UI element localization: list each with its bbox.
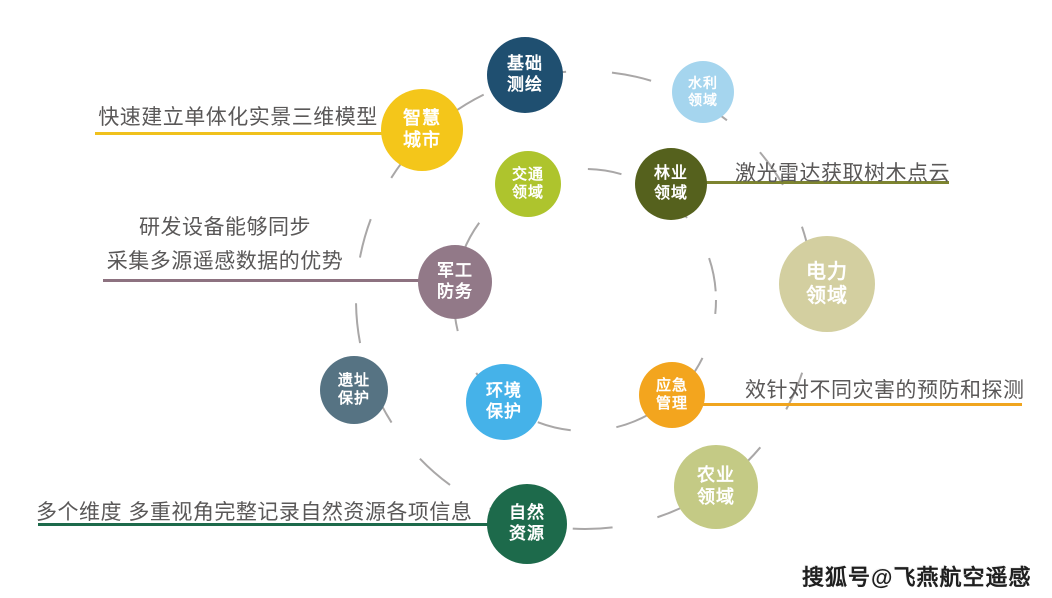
bubble-forestry-line1: 林业 bbox=[653, 165, 688, 183]
bubble-forestry: 林业 领域 bbox=[635, 148, 707, 220]
bubble-transportation-line2: 领域 bbox=[511, 184, 544, 201]
leader-forestry bbox=[680, 181, 949, 184]
bubble-agriculture: 农业 领域 bbox=[674, 445, 758, 529]
note-military-defense: 研发设备能够同步 采集多源遥感数据的优势 bbox=[97, 211, 353, 279]
bubble-emergency-management-line1: 应急 bbox=[655, 376, 688, 394]
bubble-smart-city-line1: 智慧 bbox=[403, 108, 441, 129]
bubble-basic-surveying-line2: 测绘 bbox=[507, 75, 543, 94]
bubble-natural-resources-line1: 自然 bbox=[509, 503, 545, 523]
bubble-water-conservancy-line2: 领域 bbox=[688, 92, 718, 108]
bubble-natural-resources: 自然 资源 bbox=[487, 484, 567, 564]
bubble-smart-city-line2: 城市 bbox=[403, 130, 441, 150]
bubble-electric-power-line2: 领域 bbox=[806, 285, 848, 307]
note-military-line2: 采集多源遥感数据的优势 bbox=[106, 250, 344, 273]
bubble-smart-city: 智慧 城市 bbox=[381, 89, 463, 171]
sohu-watermark: 搜狐号@飞燕航空遥感 bbox=[802, 565, 1032, 590]
bubble-heritage-protection-line2: 保护 bbox=[337, 390, 370, 407]
bubble-agriculture-line2: 领域 bbox=[697, 487, 735, 507]
bubble-environmental-protection-line1: 环境 bbox=[486, 381, 522, 401]
bubble-electric-power-line1: 电力 bbox=[806, 260, 848, 283]
bubble-military-defense-line2: 防务 bbox=[437, 282, 473, 301]
bubble-forestry-line2: 领域 bbox=[653, 185, 688, 202]
bubble-environmental-protection-line2: 保护 bbox=[486, 402, 522, 421]
leader-natural-resources bbox=[38, 523, 518, 526]
bubble-basic-surveying-line1: 基础 bbox=[507, 54, 543, 74]
bubble-environmental-protection: 环境 保护 bbox=[466, 364, 542, 440]
note-military-line1: 研发设备能够同步 bbox=[139, 216, 311, 239]
bubble-water-conservancy: 水利 领域 bbox=[672, 61, 734, 123]
bubble-military-defense: 军工 防务 bbox=[418, 245, 492, 319]
bubble-basic-surveying: 基础 测绘 bbox=[487, 37, 563, 113]
bubble-electric-power: 电力 领域 bbox=[779, 236, 875, 332]
leader-emergency bbox=[690, 403, 1022, 406]
bubble-emergency-management: 应急 管理 bbox=[639, 362, 705, 428]
leader-smart-city bbox=[95, 132, 395, 135]
bubble-water-conservancy-line1: 水利 bbox=[688, 74, 718, 91]
leader-military-defense bbox=[103, 279, 440, 282]
bubble-transportation-line1: 交通 bbox=[511, 165, 544, 183]
note-emergency: 效针对不同灾害的预防和探测 bbox=[745, 379, 1025, 402]
bubble-emergency-management-line2: 管理 bbox=[655, 395, 688, 412]
bubble-heritage-protection: 遗址 保护 bbox=[320, 356, 388, 424]
bubble-agriculture-line1: 农业 bbox=[697, 465, 735, 486]
bubble-military-defense-line1: 军工 bbox=[437, 261, 473, 281]
bubble-heritage-protection-line1: 遗址 bbox=[337, 371, 370, 389]
note-forestry: 激光雷达获取树木点云 bbox=[735, 162, 950, 185]
note-natural-resources: 多个维度 多重视角完整记录自然资源各项信息 bbox=[36, 501, 473, 524]
bubble-natural-resources-line2: 资源 bbox=[509, 524, 545, 543]
note-smart-city: 快速建立单体化实景三维模型 bbox=[98, 106, 378, 129]
bubble-transportation: 交通 领域 bbox=[495, 151, 561, 217]
